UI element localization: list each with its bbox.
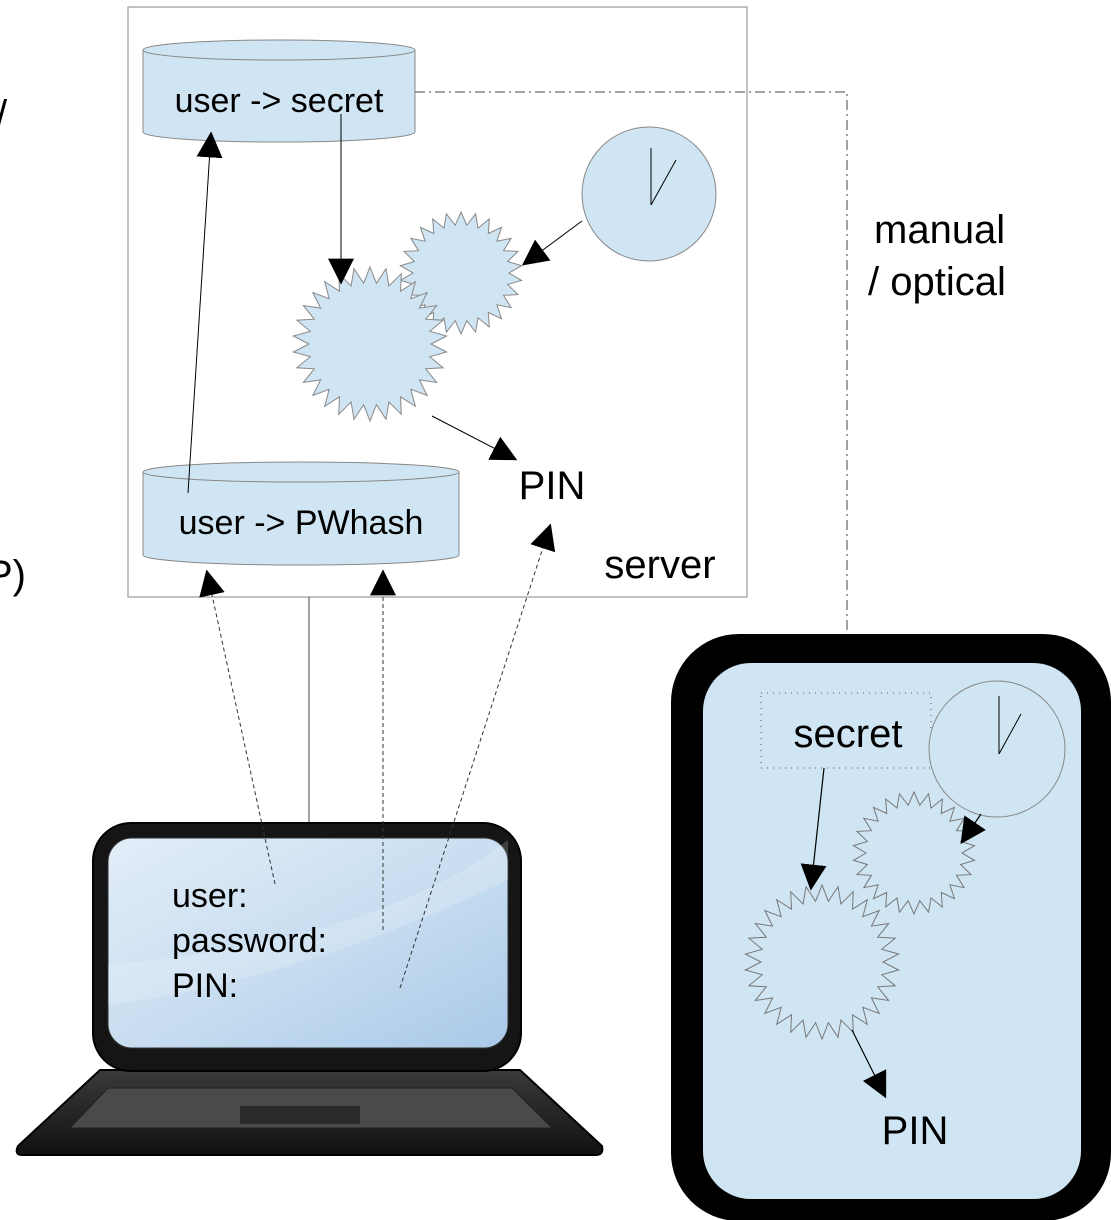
token-secret-label: secret bbox=[794, 712, 903, 756]
hardware-token-icon: secret PIN bbox=[671, 634, 1111, 1220]
laptop-icon: user: password: PIN: bbox=[15, 822, 604, 1156]
login-password-label: password: bbox=[172, 922, 327, 960]
arrow-pwhash-to-secret bbox=[187, 131, 223, 494]
arrow-token-secret-to-gear bbox=[800, 767, 827, 891]
arrow-user-to-pwhash bbox=[199, 569, 276, 885]
arrow-pin-to-server-pin bbox=[399, 523, 556, 989]
server-gears-icon bbox=[292, 210, 523, 423]
database-user-secret: user -> secret bbox=[142, 39, 416, 143]
laptop-touchpad bbox=[240, 1106, 360, 1124]
channel-label-line2: / optical bbox=[868, 260, 1006, 304]
laptop-screen bbox=[107, 837, 509, 1049]
token-big-gear-icon bbox=[744, 883, 900, 1041]
token-small-gear-icon bbox=[852, 790, 976, 916]
server-big-gear-icon bbox=[292, 265, 448, 423]
arrow-token-gear-to-pin bbox=[851, 1029, 887, 1099]
token-pin-label: PIN bbox=[882, 1109, 949, 1153]
manual-optical-channel-line bbox=[415, 91, 848, 693]
laptop-screen-glare bbox=[108, 840, 508, 1005]
arrow-clock-to-gear bbox=[521, 220, 583, 266]
server-label: server bbox=[604, 543, 715, 587]
edge-fragment-top: / bbox=[0, 93, 8, 137]
channel-label-line1: manual bbox=[874, 208, 1005, 252]
server-small-gear-icon bbox=[399, 210, 523, 336]
token-secret-box bbox=[760, 692, 932, 769]
arrow-token-clock-to-gear bbox=[960, 813, 986, 845]
token-clock-icon bbox=[928, 680, 1066, 818]
database-user-pwhash-label: user -> PWhash bbox=[179, 504, 424, 542]
database-user-secret-label: user -> secret bbox=[175, 82, 384, 120]
database-user-pwhash: user -> PWhash bbox=[142, 461, 460, 566]
login-pin-label: PIN: bbox=[172, 967, 238, 1005]
server-clock-icon bbox=[581, 126, 717, 262]
server-pin-label: PIN bbox=[519, 464, 586, 508]
login-user-label: user: bbox=[172, 877, 248, 915]
edge-fragment-mid: P) bbox=[0, 553, 26, 597]
arrow-gear-to-pin bbox=[431, 415, 518, 461]
